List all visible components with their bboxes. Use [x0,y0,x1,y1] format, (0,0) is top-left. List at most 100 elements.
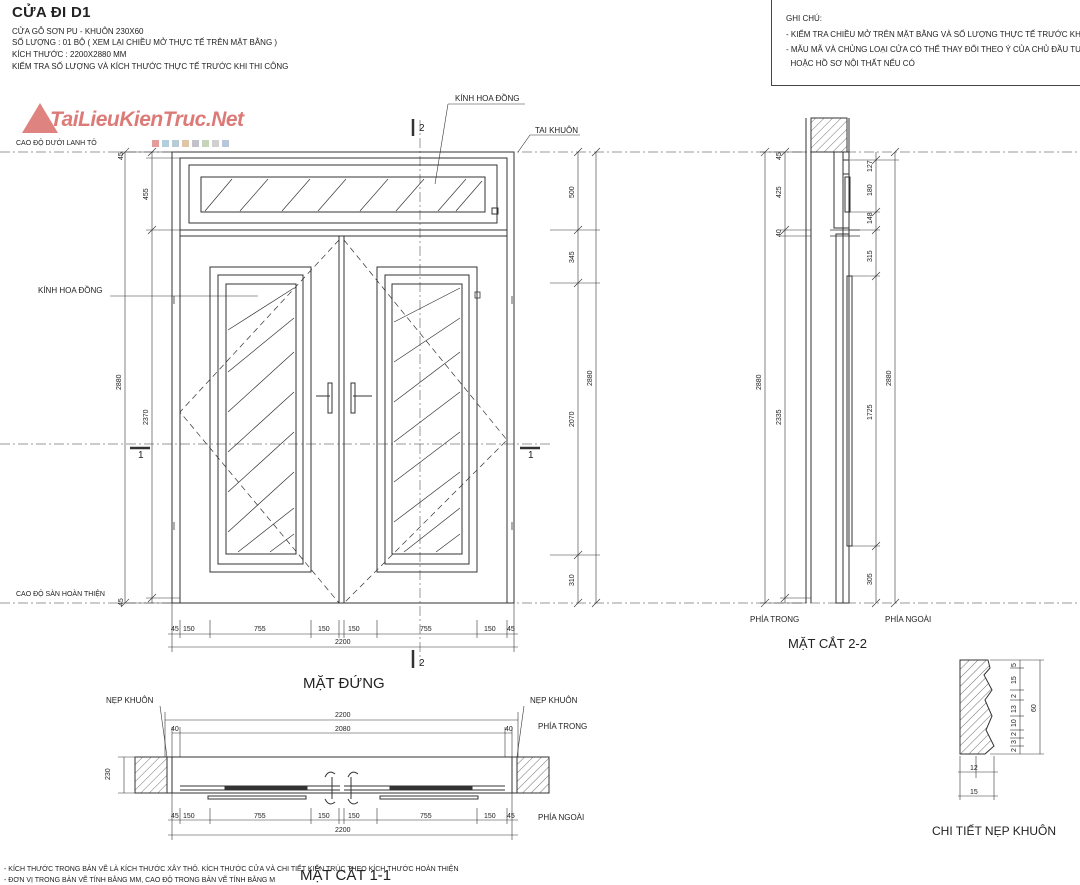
dim-text: 15 [970,789,978,796]
dim-text: 45 [776,152,783,160]
dim-text: 2880 [886,370,893,386]
dim-text: 127 [867,160,874,172]
watermark-logo-icon [22,103,58,133]
cut-marker-1-right: 1 [528,450,534,461]
dim-text: 755 [254,813,266,820]
note-item-3: HOẶC HỒ SƠ NỘI THẤT NẾU CÓ [786,59,915,68]
dim-text: 150 [318,813,330,820]
lintel-hatch [810,117,848,153]
label-lintel-level: CAO ĐỘ DƯỚI LANH TÔ [16,138,97,147]
label-trim-left: NẸP KHUÔN [106,696,154,705]
cut-marker-1-left: 1 [138,450,144,461]
right-leaf-panel [376,266,478,573]
dim-text: 230 [105,768,112,780]
dim-text: 2 [1011,694,1018,698]
dim-text: 150 [348,626,360,633]
dim-text: 2880 [116,374,123,390]
section-1-1 [118,705,550,840]
dim-text: 10 [1011,719,1018,727]
dim-text: 2080 [335,726,351,733]
dim-text: 2370 [143,409,150,425]
leaf-glass-hatch [227,287,461,553]
dim-text: 150 [183,626,195,633]
label-glass-top: KÍNH HOA ĐỒNG [455,93,519,103]
dim-text: 40 [505,726,513,733]
dim-text: 310 [569,574,576,586]
dimension-text: 2880 455 2370 45 45 500 345 2070 310 288… [105,152,1038,834]
swatch [192,140,199,147]
title-trim-detail: CHI TIẾT NẸP KHUÔN [932,823,1056,838]
trim-profile [959,659,995,755]
dim-text: 150 [183,813,195,820]
dim-text: 45 [118,598,125,606]
bottom-dimensions [168,603,518,652]
dim-text: 755 [420,813,432,820]
dim-text: 3 [1011,740,1018,744]
transom-hinge [491,207,499,215]
label-outside-22: PHÍA NGOÀI [885,615,931,624]
dim-text: 425 [776,186,783,198]
title-front-elevation: MẶT ĐỨNG [303,675,385,692]
dim-text: 150 [318,626,330,633]
door-title: CỬA ĐI D1 [12,4,91,21]
dim-text: 150 [348,813,360,820]
swatch [182,140,189,147]
title-section-2-2: MẶT CẮT 2-2 [788,636,867,651]
watermark-text: TaiLieuKienTruc.Net [50,108,244,131]
door-handle-icon [316,382,372,414]
dim-text: 45 [507,813,515,820]
dim-text: 60 [1031,704,1038,712]
dim-text: 40 [776,229,783,237]
dim-text: 755 [420,626,432,633]
left-dimensions [118,147,180,608]
label-inside-11: PHÍA TRONG [538,722,587,731]
dim-text: 45 [507,626,515,633]
dim-text: 345 [569,251,576,263]
transom-glass [200,176,486,213]
dim-text: 305 [867,573,874,585]
front-elevation [0,103,1080,668]
label-tai-khuon: TAI KHUÔN [535,126,578,135]
dim-text: 40 [171,726,179,733]
dim-text: 2200 [335,712,351,719]
left-leaf-panel [209,266,312,573]
dim-text: 315 [867,250,874,262]
dim-text: 15 [1011,676,1018,684]
dim-text: 2335 [776,409,783,425]
hinge-marks [173,291,513,530]
spec-line-quantity: SỐ LƯỢNG : 01 BỘ ( XEM LẠI CHIỀU MỞ THỰC… [12,38,278,47]
dim-text: 2070 [569,411,576,427]
footnote-1: - KÍCH THƯỚC TRONG BẢN VẼ LÀ KÍCH THƯỚC … [4,866,459,873]
section-2-2 [760,117,900,608]
swatch [162,140,169,147]
left-leaf-glass [225,283,297,555]
dim-text: 12 [970,765,978,772]
dim-text: 150 [484,813,496,820]
notes-heading: GHI CHÚ: [786,14,822,23]
label-floor-level: CAO ĐỘ SÀN HOÀN THIỆN [16,589,105,598]
trim-detail [958,659,1044,800]
notes-box: GHI CHÚ: - KIỂM TRA CHIỀU MỞ TRÊN MẶT BẰ… [771,0,1080,86]
footnote-2: - ĐƠN VỊ TRONG BẢN VẼ TÍNH BẰNG MM, CAO … [4,877,276,884]
dim-text: 45 [171,626,179,633]
handle-plan-icon [324,771,359,805]
wall-right-hatch [516,756,550,794]
dim-text: 2880 [756,374,763,390]
dim-text: 2 [1011,732,1018,736]
dim-text: 148 [867,212,874,224]
dim-text: 755 [254,626,266,633]
swatch [172,140,179,147]
swatch [202,140,209,147]
label-outside-11: PHÍA NGOÀI [538,813,584,822]
label-trim-right: NẸP KHUÔN [530,696,578,705]
door-frame [171,151,515,604]
dim-text: 2880 [587,370,594,386]
dim-text: 500 [569,186,576,198]
cut-marker-2-bottom: 2 [419,658,425,669]
wall-left-hatch [134,756,168,794]
note-item-1: - KIỂM TRA CHIỀU MỞ TRÊN MẶT BẰNG VÀ SỐ … [786,30,1080,39]
cut-marker-2-top: 2 [419,123,425,134]
watermark-swatches [152,140,229,147]
